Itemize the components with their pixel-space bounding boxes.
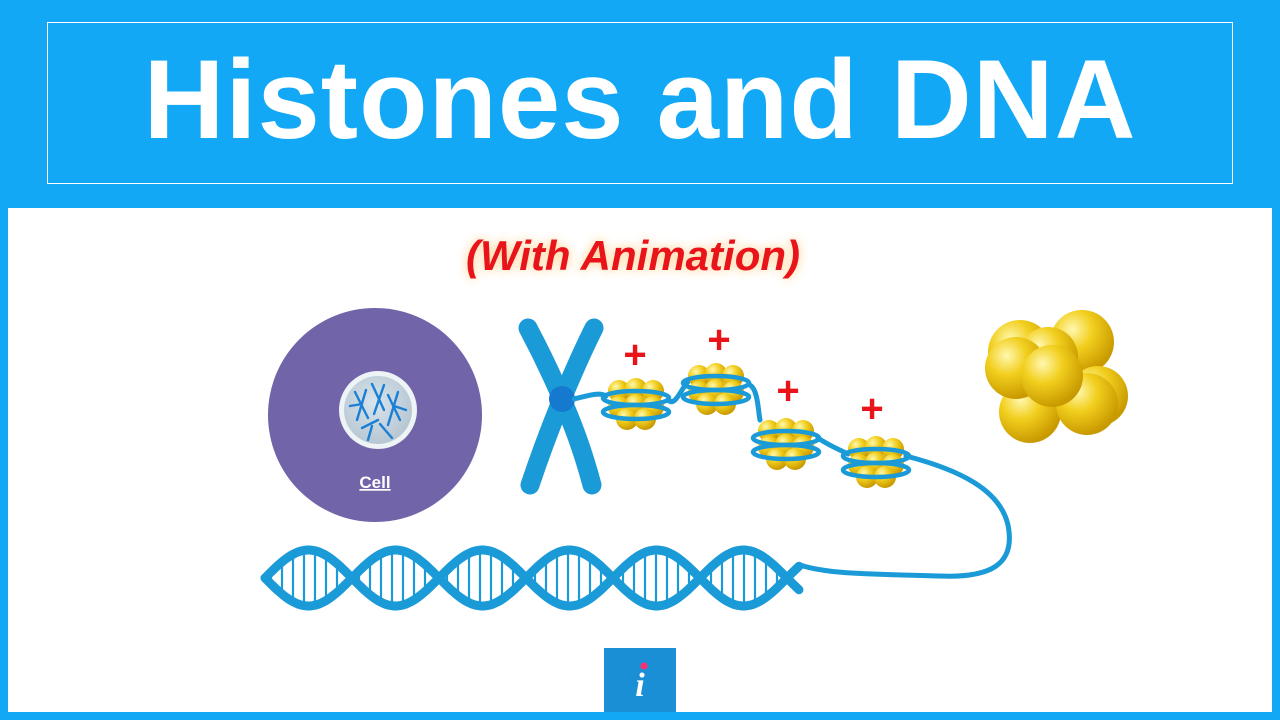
histone-protein: [1021, 345, 1083, 407]
content-panel: [8, 208, 1272, 712]
histone-octamer: [985, 310, 1128, 443]
centromere: [549, 386, 575, 412]
dna-wrap: [840, 460, 912, 480]
nucleosome: [840, 436, 912, 488]
nucleosomes: [600, 363, 912, 488]
dna-wrap: [600, 402, 672, 422]
nucleosome: [750, 418, 822, 470]
positive-charges: + + + +: [623, 318, 883, 431]
logo-letter: i: [635, 667, 645, 704]
positive-charge: +: [776, 369, 799, 413]
positive-charge: +: [707, 318, 730, 362]
cell: Cell: [268, 308, 482, 522]
dna-double-helix: [260, 545, 804, 611]
nucleosome: [600, 378, 672, 430]
cell-label: Cell: [359, 473, 390, 492]
nucleus: [344, 376, 412, 444]
nucleosome: [680, 363, 752, 415]
helix-strand-b: [260, 545, 804, 611]
positive-charge: +: [860, 387, 883, 431]
nucleus-chromosomes: [348, 382, 408, 442]
page-title: Histones and DNA: [143, 37, 1137, 162]
info-logo-icon: i: [635, 662, 648, 704]
dna-wrap: [680, 387, 752, 407]
logo: i: [604, 648, 676, 712]
positive-charge: +: [623, 333, 646, 377]
base-pairs: [269, 550, 779, 606]
dna-linker-strand: [571, 377, 1012, 579]
title-frame: Histones and DNA: [47, 22, 1233, 184]
dna-wrap: [750, 442, 822, 462]
subtitle: (With Animation): [466, 232, 800, 279]
chromosome: [518, 318, 604, 495]
